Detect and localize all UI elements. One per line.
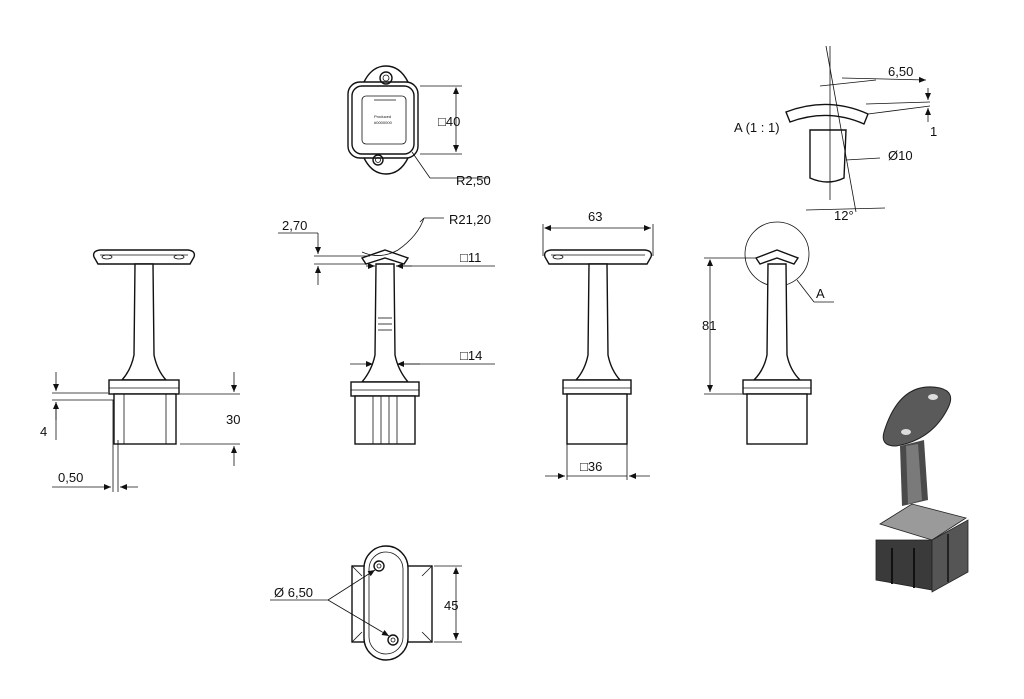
detail-thickness: 1 xyxy=(930,124,937,139)
top-view: Produced #0000000 □40 R2,50 xyxy=(347,65,491,188)
dim-right-height: 81 xyxy=(702,318,716,333)
dim-top-radius: R2,50 xyxy=(456,173,491,188)
detail-diameter: Ø10 xyxy=(888,148,913,163)
dim-side-radius: R21,20 xyxy=(449,212,491,227)
dim-left-offset: 0,50 xyxy=(58,470,83,485)
dim-side-thickness: 2,70 xyxy=(282,218,307,233)
dim-left-flange: 4 xyxy=(40,424,47,439)
detail-title: A (1 : 1) xyxy=(734,120,780,135)
detail-a-view: 6,50 1 Ø10 12° A (1 : 1) xyxy=(734,45,937,223)
front-view: 63 □36 xyxy=(542,209,654,480)
svg-text:Produced: Produced xyxy=(374,114,391,119)
left-view: 4 30 0,50 xyxy=(40,249,240,492)
dim-side-square-top: □11 xyxy=(460,250,481,265)
detail-angle: 12° xyxy=(834,208,854,223)
svg-text:#0000000: #0000000 xyxy=(374,120,393,125)
dim-left-height: 30 xyxy=(226,412,240,427)
dim-bottom-holes: Ø 6,50 xyxy=(274,585,313,600)
right-view: 81 A xyxy=(702,221,834,445)
dim-front-square: □36 xyxy=(580,459,602,474)
dim-front-width: 63 xyxy=(588,209,602,224)
dim-side-square-mid: □14 xyxy=(460,348,482,363)
detail-marker-a: A xyxy=(816,286,825,301)
isometric-render xyxy=(875,386,969,593)
detail-width: 6,50 xyxy=(888,64,913,79)
dim-bottom-height: 45 xyxy=(444,598,458,613)
dim-top-square: □40 xyxy=(438,114,460,129)
bottom-view: Ø 6,50 45 xyxy=(270,545,462,661)
side-view: R21,20 2,70 □11 □14 xyxy=(278,212,495,445)
